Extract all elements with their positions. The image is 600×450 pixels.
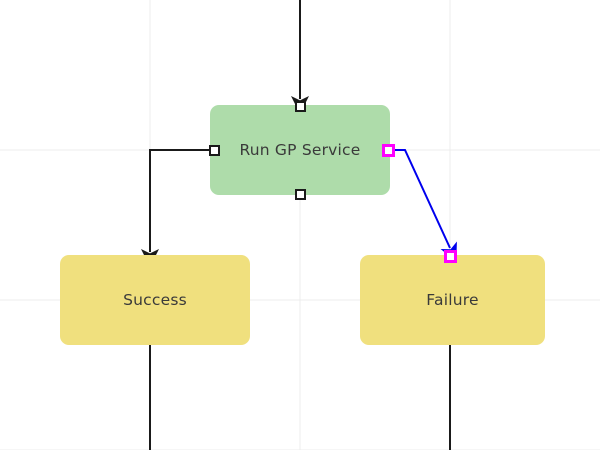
node-run-gp-service-port-left[interactable] — [208, 144, 220, 156]
node-label-success: Success — [123, 291, 187, 309]
node-label-failure: Failure — [426, 291, 479, 309]
node-run-gp-service[interactable]: Run GP Service — [210, 105, 390, 195]
node-failure[interactable]: Failure — [360, 255, 545, 345]
edge-run-gp-service-to-success[interactable] — [141, 149, 209, 267]
node-run-gp-service-port-right[interactable] — [381, 143, 395, 157]
node-run-gp-service-port-bottom[interactable] — [294, 188, 306, 200]
node-label-run-gp-service: Run GP Service — [239, 141, 361, 159]
edge-run-gp-service-to-failure[interactable] — [395, 149, 457, 262]
node-run-gp-service-port-top[interactable] — [294, 100, 306, 112]
node-failure-port-top[interactable] — [443, 249, 457, 263]
node-success[interactable]: Success — [60, 255, 250, 345]
